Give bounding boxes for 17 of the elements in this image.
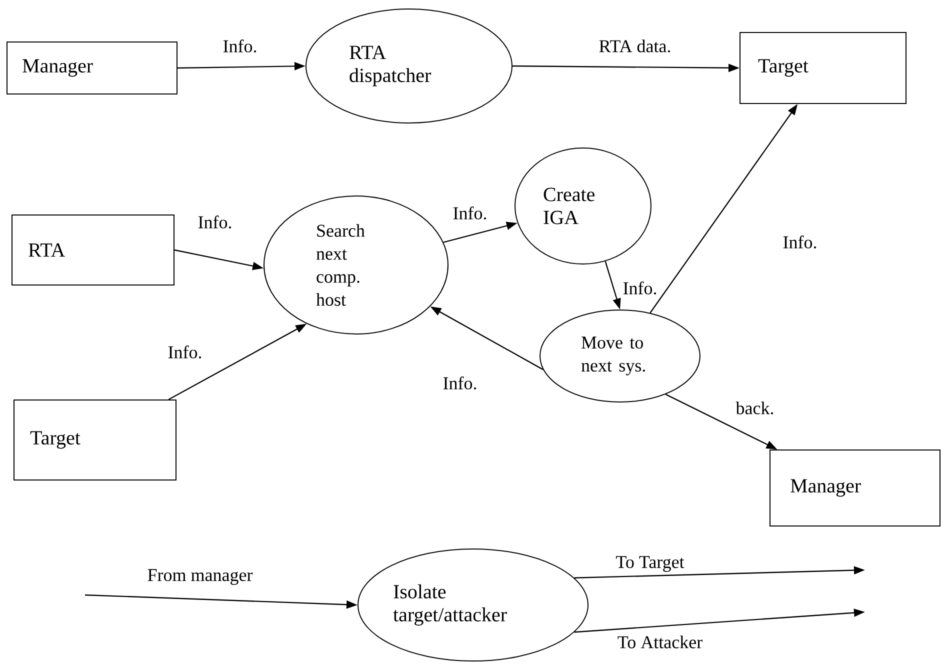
entity-box: Target — [740, 32, 906, 104]
edge-label: Info. — [782, 234, 818, 250]
entity-box: RTA — [12, 214, 174, 286]
entity-box: Target — [14, 400, 176, 480]
entity-box: Manager — [770, 450, 940, 526]
edge-label: Info. — [442, 376, 478, 390]
edge-label: To Attacker — [616, 634, 704, 650]
edge-label: Info. — [196, 214, 234, 230]
edge-label: To Target — [614, 555, 686, 573]
edge-label: From manager — [146, 568, 254, 586]
edge-label: Info. — [452, 206, 488, 220]
edge-label: Info. — [222, 38, 258, 54]
edge-label: Info. — [622, 280, 658, 296]
edge-label: back. — [734, 400, 776, 416]
entity-box: Manager — [6, 42, 178, 94]
edge-label: Info. — [166, 344, 204, 360]
edge-label: RTA data. — [598, 38, 672, 54]
